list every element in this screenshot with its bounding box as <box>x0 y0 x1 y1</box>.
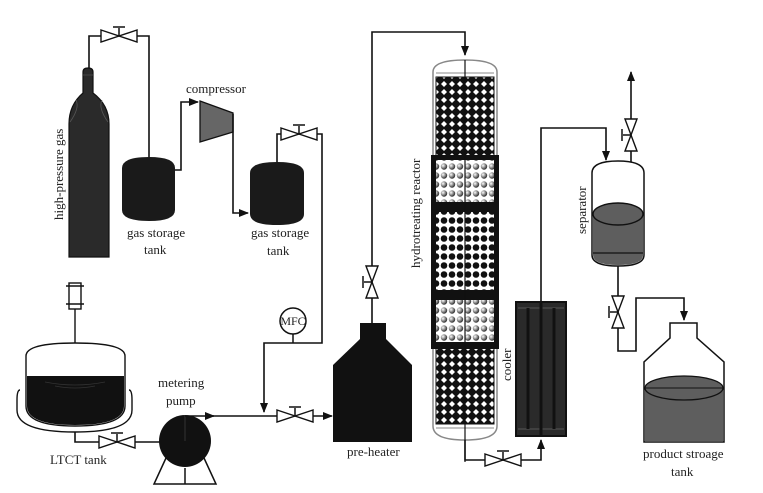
valve-ltct[interactable] <box>98 432 136 449</box>
valve-tank2[interactable] <box>280 124 318 141</box>
label-ltct-tank: LTCT tank <box>50 452 107 467</box>
label-gas-storage-tank-1-line2: tank <box>144 242 167 257</box>
label-metering-pump-line2: pump <box>166 393 196 408</box>
separator <box>591 160 645 267</box>
valve-preheater-inlet[interactable] <box>276 406 314 423</box>
gas-storage-tank-2 <box>250 162 304 225</box>
pipe-compressor-to-tank2 <box>232 114 249 217</box>
label-cooler: cooler <box>499 348 514 381</box>
pipe-tank2-to-mixer <box>260 133 323 413</box>
label-high-pressure-gas: high-pressure gas <box>51 129 66 220</box>
ltct-tank <box>16 282 133 433</box>
valve-preheater-outlet[interactable] <box>362 265 380 299</box>
compressor <box>199 100 234 143</box>
pipe-ltct-to-pump <box>74 432 184 446</box>
product-storage-tank <box>643 322 725 443</box>
pipe-separator-to-product <box>617 266 688 352</box>
label-pre-heater: pre-heater <box>347 444 400 459</box>
label-gas-storage-tank-1-line1: gas storage <box>127 225 185 240</box>
label-product-storage-line2: tank <box>671 464 694 479</box>
label-gas-storage-tank-2-line2: tank <box>267 243 290 258</box>
valve-separator-vent[interactable] <box>621 118 639 152</box>
gas-storage-tank-1 <box>122 157 175 221</box>
high-pressure-gas-cylinder <box>68 67 110 258</box>
label-mfc: MFC <box>280 314 305 328</box>
label-separator: separator <box>574 186 589 234</box>
pipe-tank1-to-compressor <box>175 98 199 171</box>
label-metering-pump-line1: metering <box>158 375 205 390</box>
valve-cylinder[interactable] <box>100 26 138 43</box>
valve-reactor-outlet[interactable] <box>484 450 522 467</box>
mfc-mass-flow-controller <box>279 307 307 343</box>
cooler <box>515 301 567 437</box>
hydrotreating-reactor <box>431 59 499 462</box>
pipe-preheater-to-reactor <box>371 31 469 323</box>
metering-pump <box>152 415 218 485</box>
label-gas-storage-tank-2-line1: gas storage <box>251 225 309 240</box>
label-product-storage-line1: product stroage <box>643 446 724 461</box>
pre-heater <box>333 323 412 442</box>
pipe-cooler-to-separator <box>540 127 610 302</box>
label-hydrotreating-reactor: hydrotreating reactor <box>408 158 423 268</box>
valve-separator-drain[interactable] <box>608 295 626 329</box>
label-compressor: compressor <box>186 81 247 96</box>
